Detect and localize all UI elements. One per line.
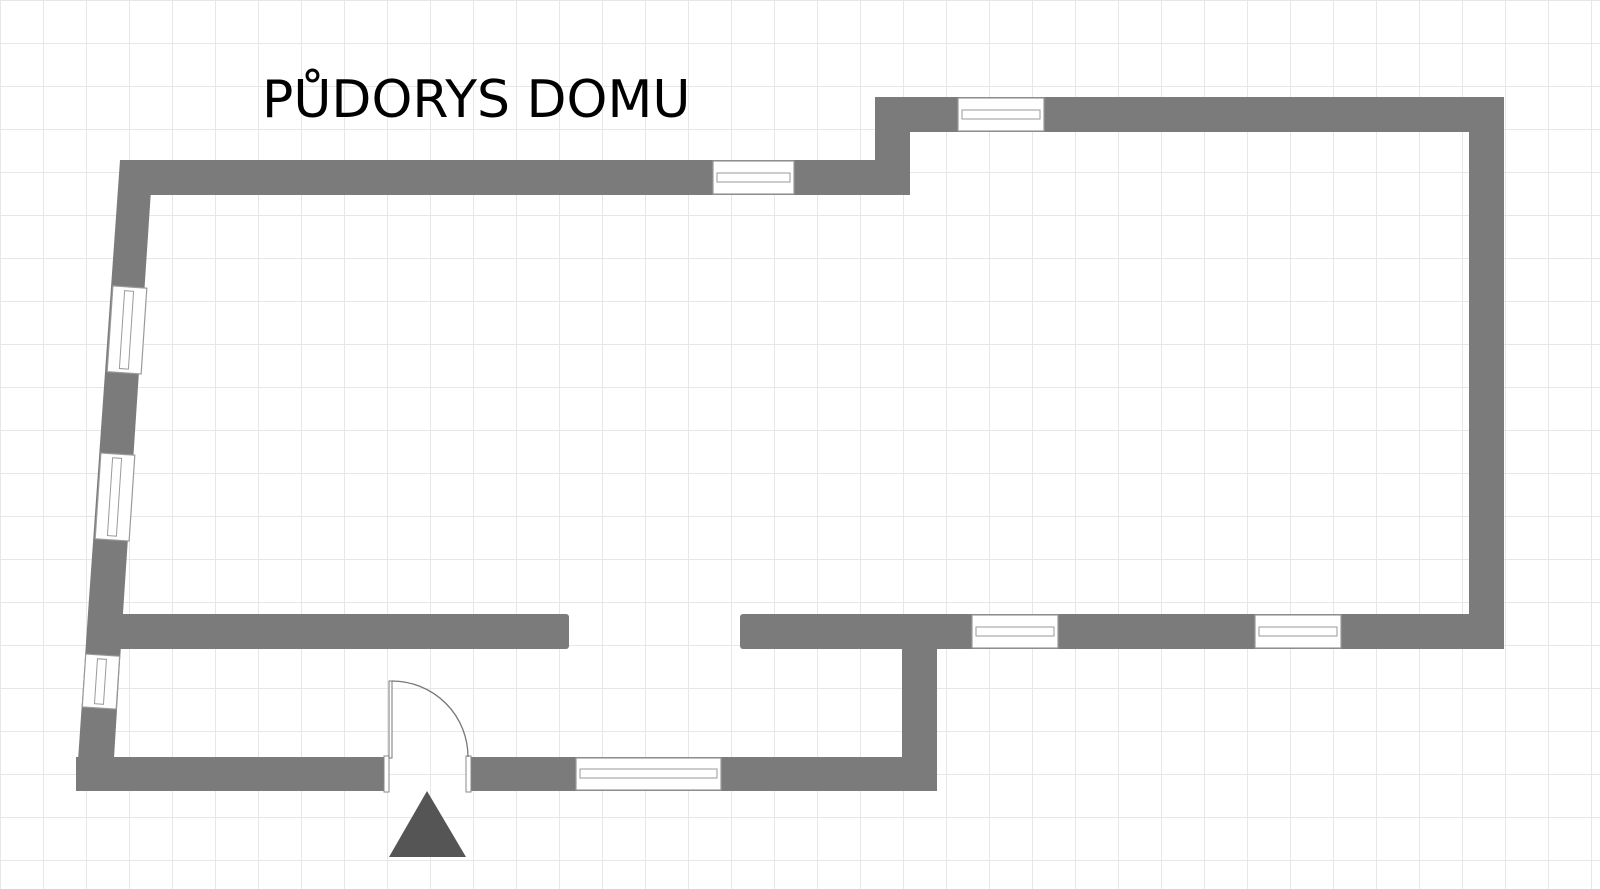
walls — [76, 97, 1504, 791]
wall-middle-left — [116, 614, 569, 649]
entrance-triangle-icon — [389, 791, 466, 857]
wall-vestibule-bottom-left — [76, 757, 386, 791]
page-title: PŮDORYS DOMU — [262, 70, 691, 130]
window-icon — [81, 653, 121, 710]
window-icon — [94, 452, 136, 542]
window-icon — [106, 285, 148, 375]
window-icon — [957, 97, 1045, 132]
window-icon — [1254, 614, 1342, 649]
window-icon — [712, 160, 795, 195]
wall-middle-right — [740, 614, 1504, 649]
window-icon — [971, 614, 1059, 649]
door-swing-icon — [383, 680, 472, 793]
windows — [81, 97, 1342, 791]
window-icon — [575, 757, 722, 791]
wall-left-upper — [88, 160, 153, 613]
wall-right — [1469, 97, 1504, 649]
